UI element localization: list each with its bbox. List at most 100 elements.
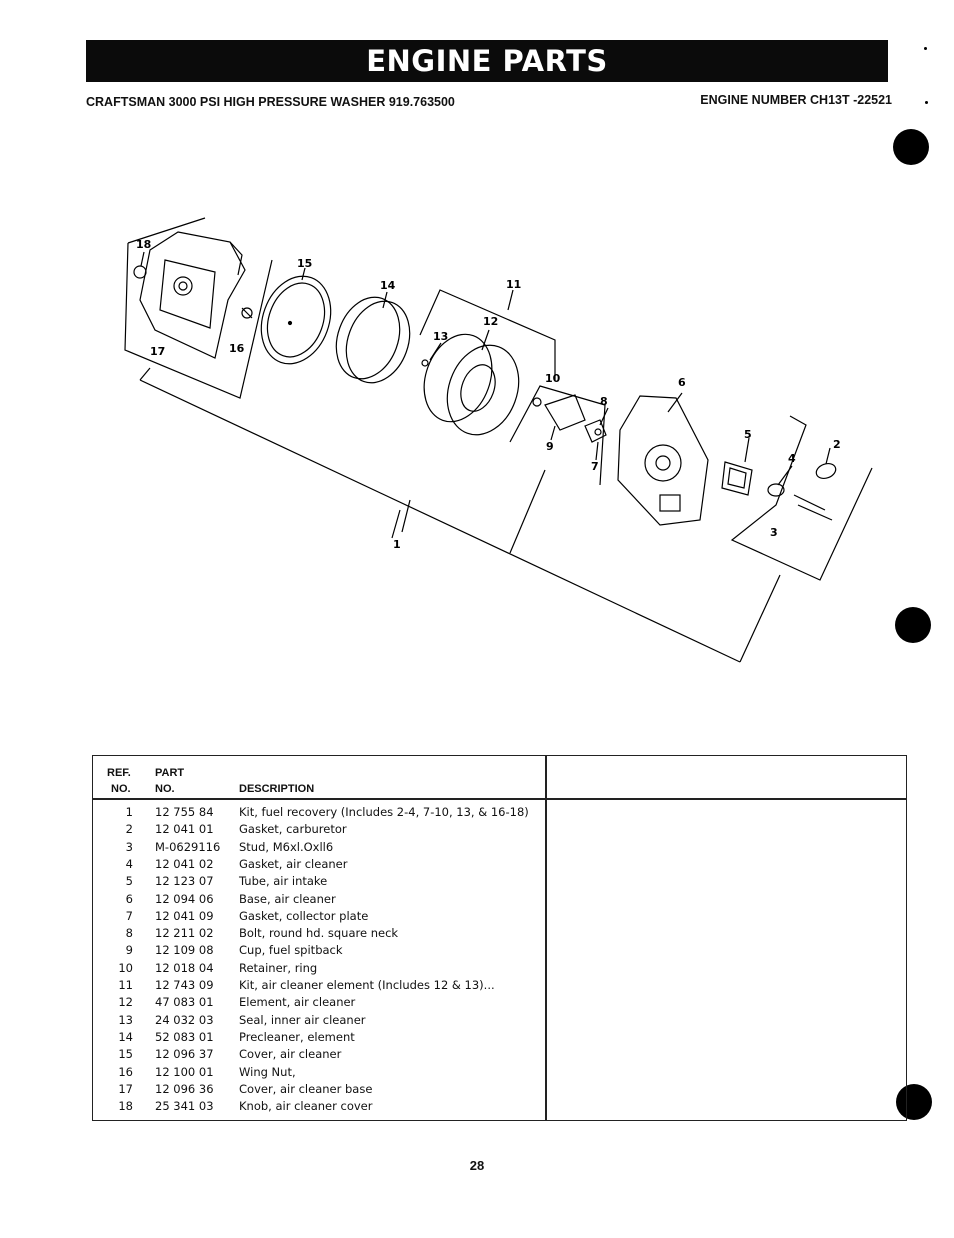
ref-cell: 18	[118, 1099, 133, 1114]
description-cell: Seal, inner air cleaner	[239, 1012, 366, 1027]
table-row: 16 12 100 01 Wing Nut,	[93, 1065, 545, 1082]
description-cell: Kit, fuel recovery (Includes 2-4, 7-10, …	[239, 805, 529, 819]
engine-number: ENGINE NUMBER CH13T -22521	[700, 93, 892, 107]
description-cell: Gasket, carburetor	[239, 822, 347, 837]
callout-16: 16	[229, 342, 245, 355]
binder-hole-top	[893, 129, 929, 165]
ref-cell: 14	[118, 1029, 133, 1044]
description-cell: Bolt, round hd. square neck	[239, 926, 399, 941]
description-cell: Retainer, ring	[239, 960, 318, 975]
binder-hole-middle	[895, 607, 931, 643]
exploded-parts-diagram: 1 2 3 4 5 6 7 8 9 10 11 12 13 14 15 16 1…	[124, 217, 873, 663]
ref-cell: 12	[118, 995, 133, 1010]
ref-cell: 3	[125, 839, 133, 854]
part-number-cell: 12 211 02	[155, 926, 214, 941]
model-subtitle: CRAFTSMAN 3000 PSI HIGH PRESSURE WASHER …	[86, 95, 455, 109]
table-row: 3 M-0629116 Stud, M6xl.Oxll6	[93, 840, 545, 857]
callout-9: 9	[546, 440, 554, 453]
description-cell: Base, air cleaner	[239, 891, 336, 906]
cover-base-part	[133, 231, 246, 359]
ref-cell: 4	[125, 856, 133, 871]
callout-11: 11	[506, 278, 521, 291]
description-cell: Gasket, air cleaner	[239, 856, 348, 871]
table-row: 6 12 094 06 Base, air cleaner	[93, 892, 545, 909]
callout-12: 12	[483, 315, 498, 328]
part-number-cell: 12 094 06	[155, 891, 214, 906]
part-number-cell: 24 032 03	[155, 1012, 214, 1027]
part-number-cell: 25 341 03	[155, 1099, 214, 1114]
part-number-cell: 12 743 09	[155, 978, 214, 992]
description-cell: Tube, air intake	[239, 874, 328, 889]
table-row: 4 12 041 02 Gasket, air cleaner	[93, 857, 545, 874]
part-number-cell: 52 083 01	[155, 1029, 214, 1044]
part-number-cell: 47 083 01	[155, 995, 214, 1010]
speck	[925, 101, 928, 104]
part-number-cell: 12 096 36	[155, 1081, 214, 1096]
table-row: 14 52 083 01 Precleaner, element	[93, 1030, 545, 1047]
description-cell: Cover, air cleaner	[239, 1047, 342, 1062]
callout-1: 1	[393, 538, 401, 551]
ref-cell: 13	[118, 1012, 133, 1027]
part-number-cell: 12 096 37	[155, 1047, 214, 1062]
header-ref-bottom: NO.	[111, 783, 131, 795]
callout-10: 10	[545, 372, 561, 385]
ref-cell: 9	[125, 943, 133, 958]
ref-cell: 5	[125, 874, 133, 889]
callout-2: 2	[833, 438, 841, 451]
description-cell: Cover, air cleaner base	[239, 1081, 373, 1096]
binder-hole-bottom	[896, 1084, 932, 1120]
page-number: 28	[469, 1158, 485, 1173]
page-title: ENGINE PARTS	[86, 40, 888, 82]
callout-14: 14	[380, 279, 396, 292]
part-number-cell: 12 041 09	[155, 908, 214, 923]
ref-cell: 2	[125, 822, 133, 837]
table-divider	[545, 756, 547, 1120]
ref-cell: 8	[125, 926, 133, 941]
description-cell: Stud, M6xl.Oxll6	[239, 839, 334, 854]
table-row: 12 47 083 01 Element, air cleaner	[93, 995, 545, 1012]
callout-3: 3	[770, 526, 778, 539]
ref-cell: 10	[118, 960, 133, 975]
callout-4: 4	[788, 452, 796, 465]
part-number-cell: 12 018 04	[155, 960, 214, 975]
callout-18: 18	[136, 238, 151, 251]
callout-5: 5	[744, 428, 752, 441]
ref-cell: 17	[118, 1081, 133, 1096]
callout-7: 7	[591, 460, 599, 473]
table-row: 18 25 341 03 Knob, air cleaner cover	[93, 1099, 545, 1116]
description-cell: Kit, air cleaner element (Includes 12 & …	[239, 978, 495, 992]
part-number-cell: M-0629116	[155, 839, 221, 854]
description-cell: Element, air cleaner	[239, 995, 356, 1010]
table-row: 2 12 041 01 Gasket, carburetor	[93, 822, 545, 839]
callout-8: 8	[600, 395, 608, 408]
ref-cell: 15	[118, 1047, 133, 1062]
description-cell: Wing Nut,	[239, 1064, 296, 1079]
header-rule	[93, 798, 906, 800]
table-row: 17 12 096 36 Cover, air cleaner base	[93, 1082, 545, 1099]
header-description: DESCRIPTION	[239, 783, 315, 795]
description-cell: Cup, fuel spitback	[239, 943, 343, 958]
callout-13: 13	[433, 330, 448, 343]
description-cell: Gasket, collector plate	[239, 908, 369, 923]
table-row: 8 12 211 02 Bolt, round hd. square neck	[93, 926, 545, 943]
callout-15: 15	[297, 257, 312, 270]
description-cell: Precleaner, element	[239, 1029, 355, 1044]
table-row: 13 24 032 03 Seal, inner air cleaner	[93, 1013, 545, 1030]
part-number-cell: 12 755 84	[155, 805, 214, 819]
table-row: 10 12 018 04 Retainer, ring	[93, 961, 545, 978]
ref-cell: 6	[125, 891, 133, 906]
speck	[924, 47, 927, 50]
description-cell: Knob, air cleaner cover	[239, 1099, 373, 1114]
callout-6: 6	[678, 376, 686, 389]
header-part-top: PART	[155, 767, 185, 779]
ref-cell: 16	[118, 1064, 133, 1079]
part-number-cell: 12 041 01	[155, 822, 214, 837]
part-number-cell: 12 041 02	[155, 856, 214, 871]
table-row: 15 12 096 37 Cover, air cleaner	[93, 1047, 545, 1064]
part-number-cell: 12 100 01	[155, 1064, 214, 1079]
